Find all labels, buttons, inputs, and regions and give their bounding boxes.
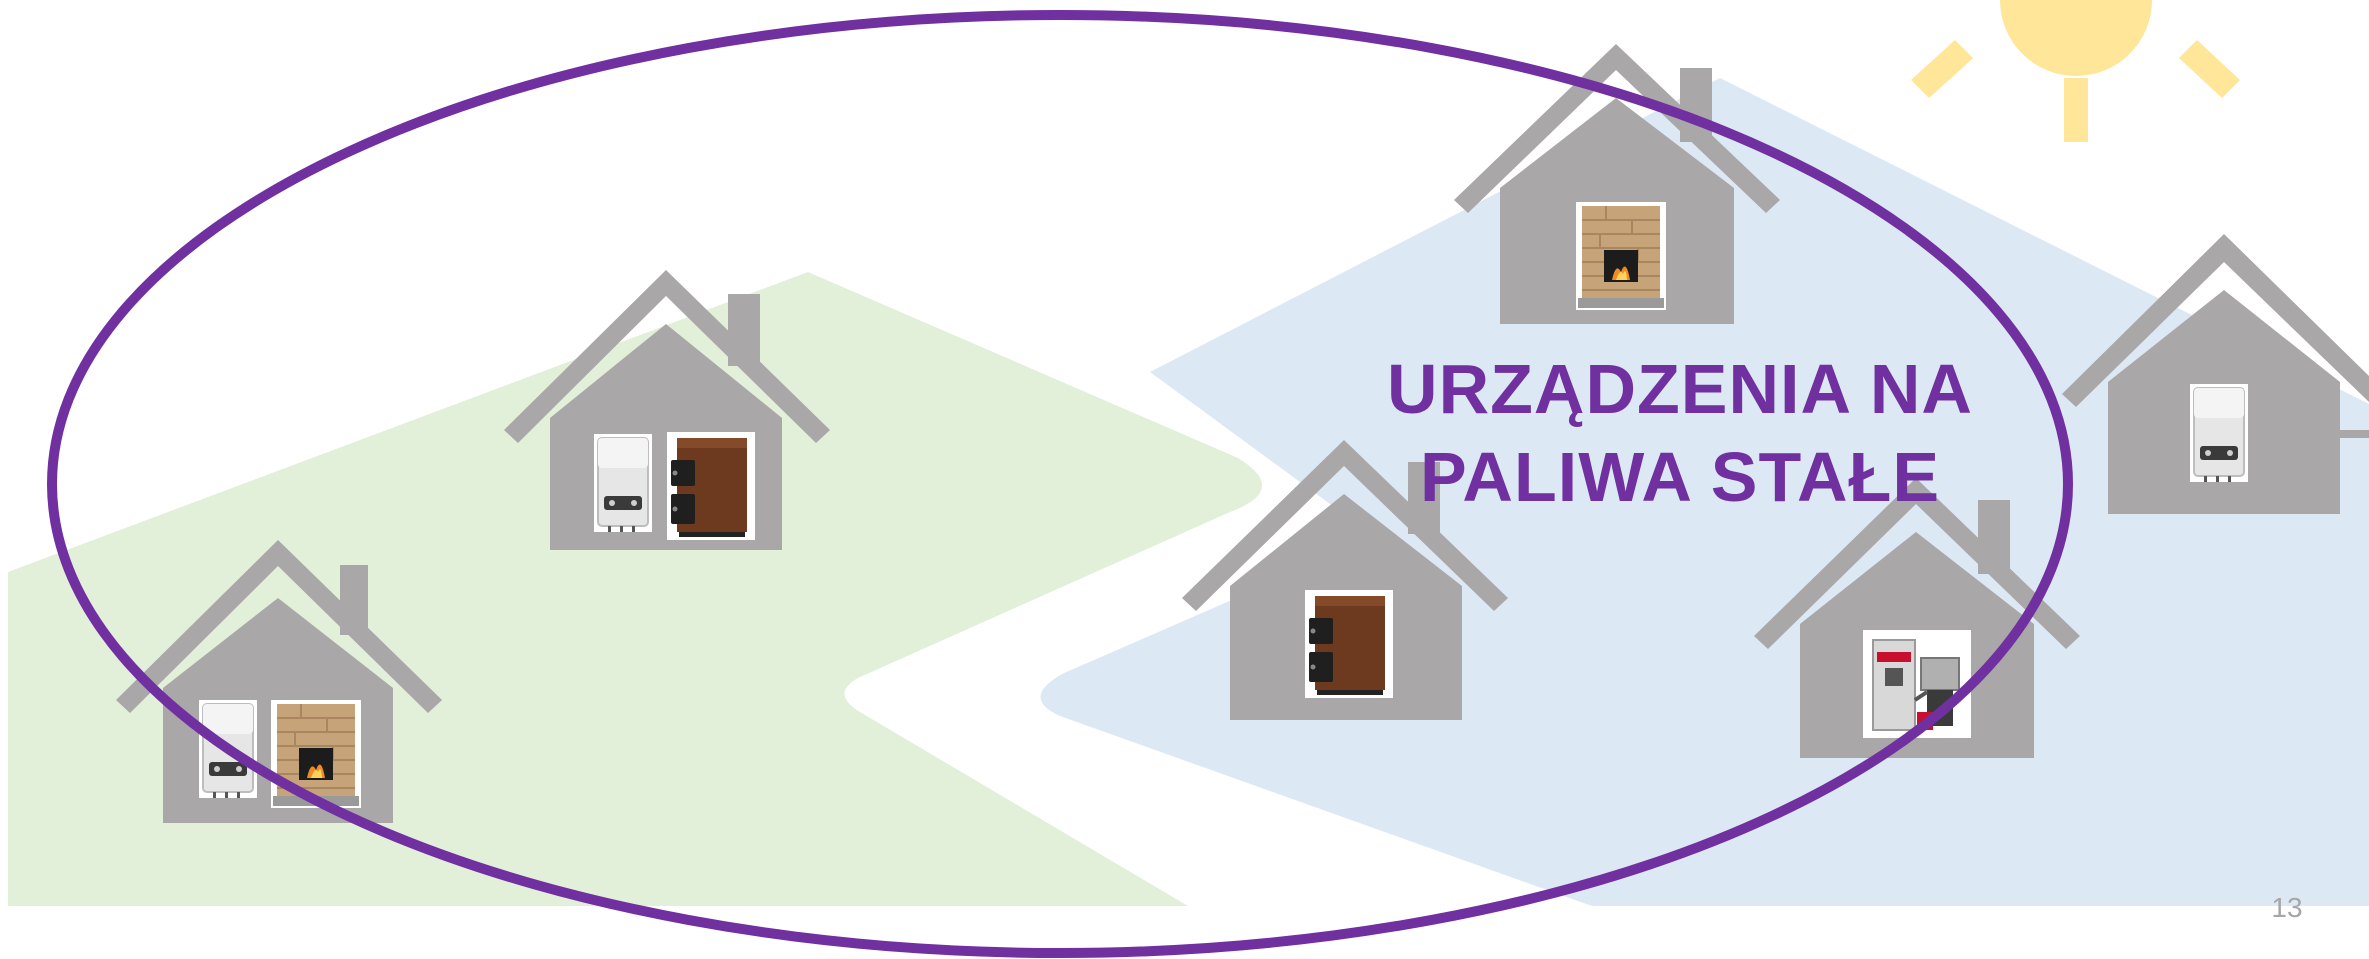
highlight-ellipse [47,10,2073,958]
gas-boiler-icon [2189,383,2249,483]
sun-icon [1911,0,2240,142]
pellet-boiler-icon [1861,628,1973,740]
house-far-right [2062,234,2369,514]
house-top-center [1454,44,1780,324]
solid-fuel-boiler-icon [667,432,755,540]
slide-title-line-2: PALIWA STAŁE [1419,438,1941,516]
solid-fuel-boiler-icon [1305,590,1393,698]
slide-title-line-1: URZĄDZENIA NA [1387,350,1973,428]
fireplace-icon [1575,201,1667,311]
page-number: 13 [2271,892,2303,923]
house-left-1 [116,540,442,823]
house-left-2 [504,270,830,550]
gas-boiler-icon [593,433,653,533]
house-center [1182,440,1508,720]
house-right-center [1754,478,2080,758]
slide-title: URZĄDZENIA NA PALIWA STAŁE [1330,345,2030,521]
fireplace-icon [270,699,362,809]
